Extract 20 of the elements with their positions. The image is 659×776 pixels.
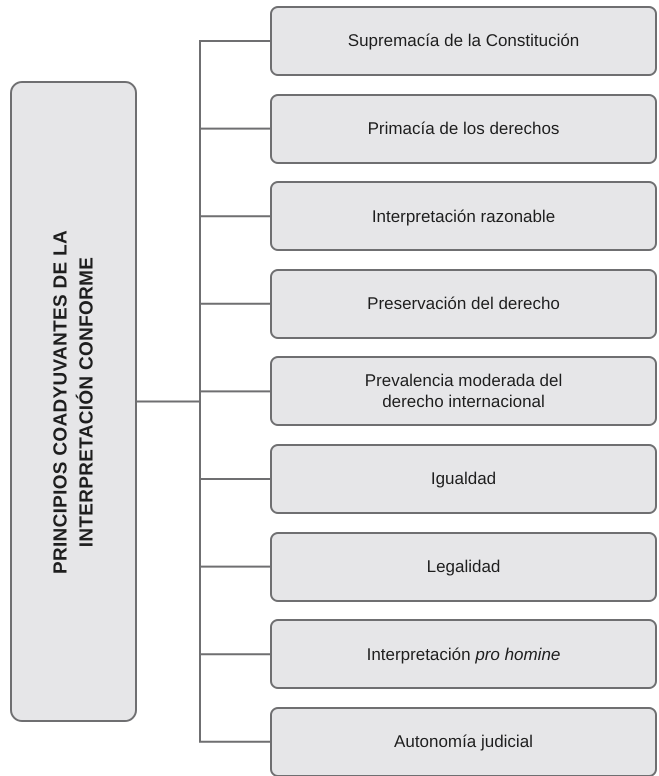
principle-label: Interpretación pro homine [366,644,562,665]
principle-box [270,706,657,776]
principle-box [270,94,657,164]
principle-box [270,6,657,76]
principle-label: Prevalencia moderada del derecho internacional [364,370,564,413]
principle-label: Igualdad [430,468,498,490]
principle-label: Preservación del derecho [366,293,561,314]
principle-box [270,444,657,514]
principle-box [270,356,657,426]
principle-box [270,619,657,690]
principle-label: Autonomía judicial [393,731,534,752]
principle-label: Primacía de los derechos [366,118,560,140]
principle-label: Interpretación razonable [370,206,556,227]
principle-label: Supremacía de la Constitución [346,30,580,52]
principle-box [270,532,657,602]
principle-label: Legalidad [426,556,502,578]
principle-box [270,181,657,252]
principle-box [270,268,657,339]
vertical-title: PRINCIPIOS COADYUVANTES DE LA INTERPRETACIÓN CONFORME [48,228,98,576]
title-box [10,81,137,722]
